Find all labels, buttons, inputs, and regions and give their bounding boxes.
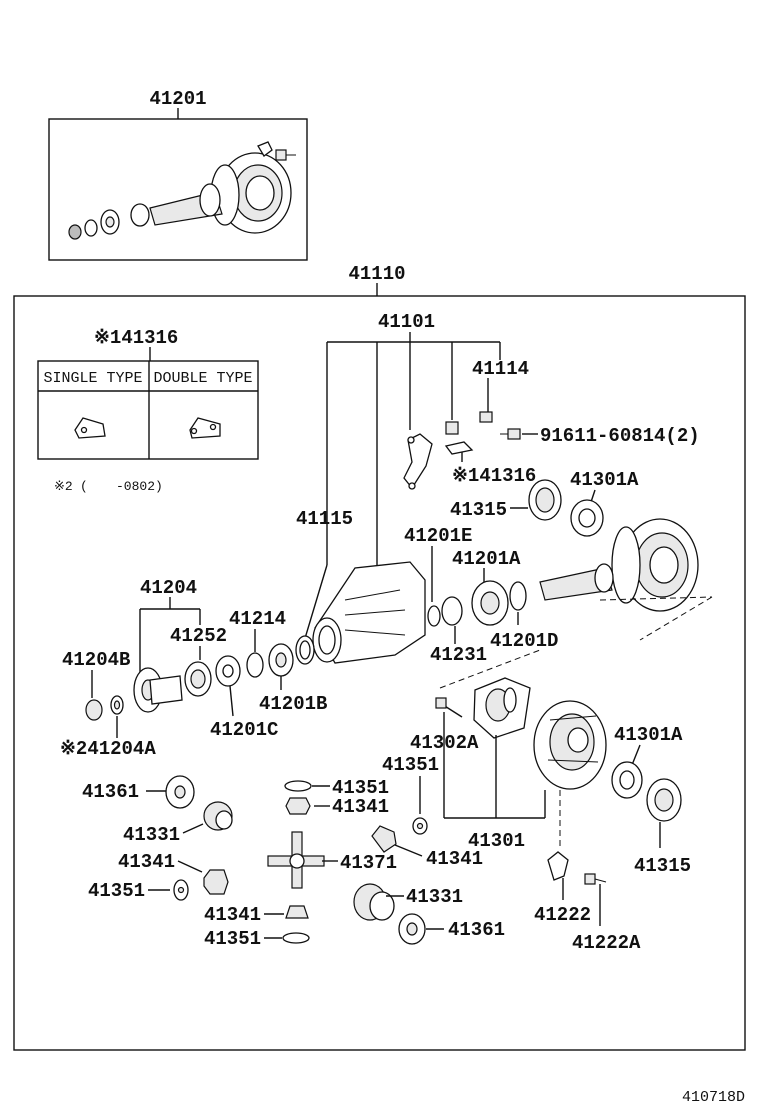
label-41214: 41214 xyxy=(229,608,286,630)
label-41201B: 41201B xyxy=(259,693,327,715)
spacer-41231-icon xyxy=(441,596,463,626)
thrust-washer-41361-left-icon xyxy=(165,775,195,809)
label-41341-left: 41341 xyxy=(118,851,175,873)
kit-gear-set-illustration xyxy=(68,141,296,240)
differential-case-right-icon xyxy=(533,700,607,790)
legend-note-open: ( xyxy=(80,479,88,494)
label-41231: 41231 xyxy=(430,644,487,666)
double-type-clip-icon xyxy=(189,417,221,439)
side-gear-41331-bottom-icon xyxy=(353,883,395,921)
legend-note-code: -0802) xyxy=(116,479,163,494)
label-41351-center: 41351 xyxy=(382,754,439,776)
gasket-41115-icon xyxy=(295,635,315,665)
pinion-gear-41341-top-icon xyxy=(285,797,311,815)
pinion-gear-41341-center-icon xyxy=(371,825,397,853)
single-type-clip-icon xyxy=(74,417,106,439)
spacer-41214-icon xyxy=(246,652,264,678)
bearing-41201B-icon xyxy=(268,643,294,677)
bearing-top-icon xyxy=(570,499,604,537)
plug-icon xyxy=(445,421,459,435)
washer-41351-bottom-icon xyxy=(282,932,310,944)
label-41341-bottom: 41341 xyxy=(204,904,261,926)
label-41201E: 41201E xyxy=(404,525,472,547)
label-41331-left: 41331 xyxy=(123,824,180,846)
label-41315-top: 41315 xyxy=(450,499,507,521)
legend-title: ※141316 xyxy=(94,327,178,349)
bearing-41201A-icon xyxy=(471,580,509,626)
diagram-code: 410718D xyxy=(682,1089,745,1106)
label-41315-right: 41315 xyxy=(634,855,691,877)
label-41361-bottom: 41361 xyxy=(448,919,505,941)
washer-41201E-icon xyxy=(427,605,441,627)
label-41301A-top: 41301A xyxy=(570,469,639,491)
label-91611-60814: 91611-60814(2) xyxy=(540,425,700,447)
label-41115: 41115 xyxy=(296,508,353,530)
legend-note-mark: ※2 xyxy=(54,479,73,494)
label-41301: 41301 xyxy=(468,830,525,852)
oil-seal-41315-right-icon xyxy=(646,778,682,822)
nut-41204B-icon xyxy=(85,699,103,721)
label-41351-left: 41351 xyxy=(88,880,145,902)
label-41341-top: 41341 xyxy=(332,796,389,818)
pin-41302A-icon xyxy=(435,697,463,718)
washer-41204A-icon xyxy=(110,695,124,715)
bolt-91611-icon xyxy=(500,428,521,440)
differential-case-left-icon xyxy=(473,677,531,739)
washer-41351-center-icon xyxy=(412,817,428,835)
label-41351-top: 41351 xyxy=(332,777,389,799)
label-41301A-right: 41301A xyxy=(614,724,683,746)
label-41331-bottom: 41331 xyxy=(406,886,463,908)
bearing-41301A-right-icon xyxy=(611,761,643,799)
legend-col-double: DOUBLE TYPE xyxy=(153,370,252,387)
label-41204: 41204 xyxy=(140,577,197,599)
washer-41351-top-icon xyxy=(284,780,312,792)
side-gear-41331-left-icon xyxy=(203,801,233,831)
washer-41351-left-icon xyxy=(173,879,189,901)
lock-plate-41222-icon xyxy=(547,851,569,881)
bolt-41222A-icon xyxy=(584,873,607,885)
carrier-housing-icon xyxy=(312,561,426,664)
label-41222: 41222 xyxy=(534,904,591,926)
label-41204A: ※241204A xyxy=(60,738,156,760)
label-41101: 41101 xyxy=(378,311,435,333)
slinger-41201C-icon xyxy=(215,655,241,687)
label-41222A: 41222A xyxy=(572,932,641,954)
drive-pinion-icon xyxy=(539,563,614,601)
companion-flange-icon xyxy=(133,667,183,713)
assembly-box-label: 41110 xyxy=(348,263,405,285)
pinion-shaft-41371-icon xyxy=(267,831,325,889)
legend-col-single: SINGLE TYPE xyxy=(43,370,142,387)
label-41252: 41252 xyxy=(170,625,227,647)
kit-box xyxy=(48,118,308,261)
label-41201C: 41201C xyxy=(210,719,278,741)
kit-box-label: 41201 xyxy=(149,88,206,110)
ring-gear-icon xyxy=(611,518,699,612)
assembly-box xyxy=(13,295,746,1051)
thrust-washer-41361-bottom-icon xyxy=(398,913,426,945)
label-41371: 41371 xyxy=(340,852,397,874)
label-41361-left: 41361 xyxy=(82,781,139,803)
label-41351-bottom: 41351 xyxy=(204,928,261,950)
label-41316-callout: ※141316 xyxy=(452,465,536,487)
adjusting-clip-icon xyxy=(444,441,474,455)
label-41204B: 41204B xyxy=(62,649,130,671)
pinion-gear-41341-left-icon xyxy=(203,869,229,895)
label-41201D: 41201D xyxy=(490,630,558,652)
label-41341-center: 41341 xyxy=(426,848,483,870)
bolt-41114-icon xyxy=(479,411,493,423)
legend-box xyxy=(37,360,259,460)
label-41114: 41114 xyxy=(472,358,529,380)
label-41201A: 41201A xyxy=(452,548,521,570)
pinion-gear-41341-bottom-icon xyxy=(285,905,309,919)
oil-seal-top-icon xyxy=(528,479,562,521)
oil-seal-41252-icon xyxy=(184,661,212,697)
bearing-cap-icon xyxy=(403,433,433,490)
shim-41201D-icon xyxy=(509,581,527,611)
